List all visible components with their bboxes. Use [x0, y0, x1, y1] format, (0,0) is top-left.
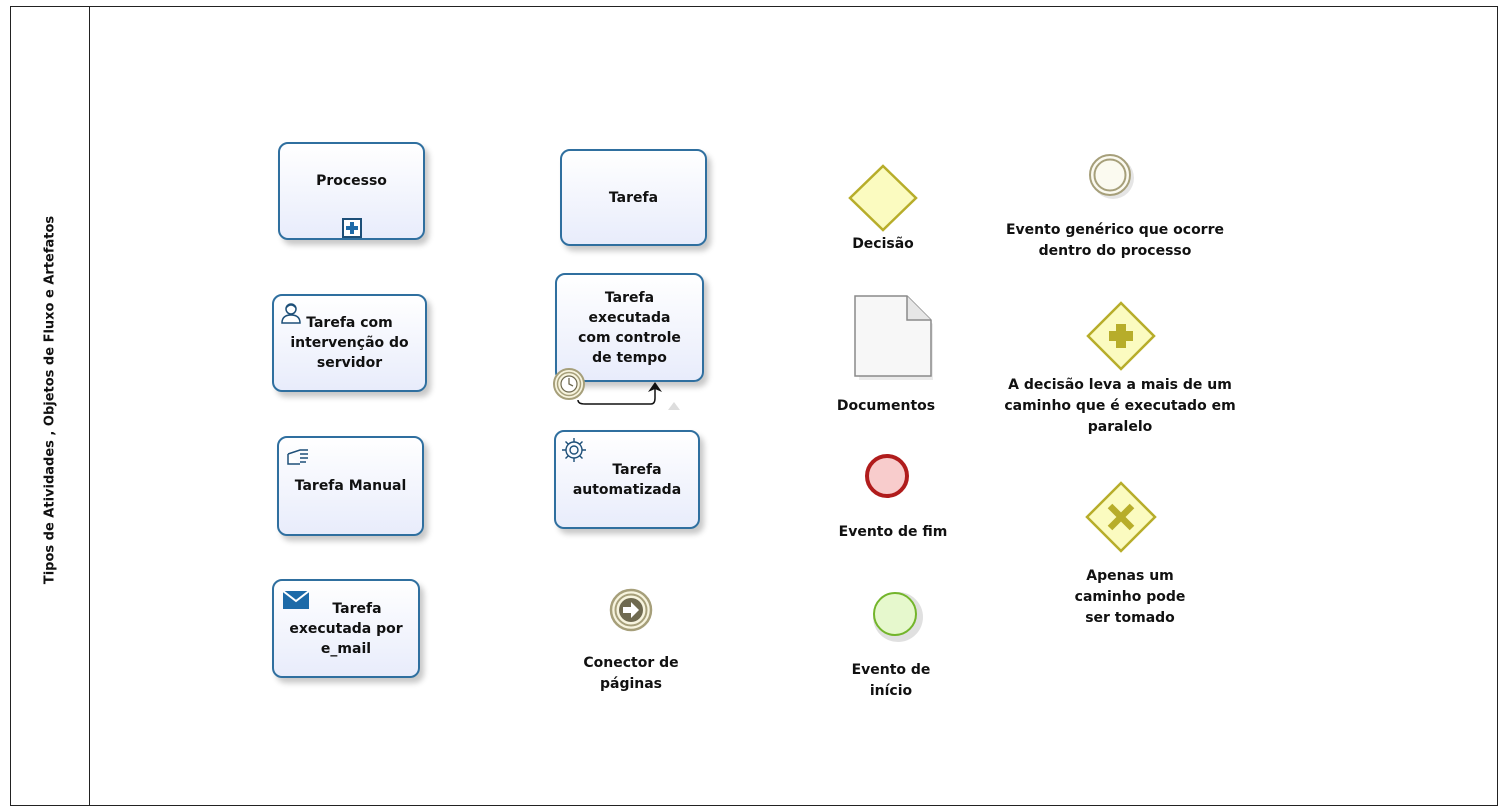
task-label-line: e_mail — [320, 640, 372, 657]
caption-line: A decisão leva a mais de um — [1008, 377, 1232, 393]
caption-evento-generico: Evento genérico que ocorre dentro do pro… — [985, 220, 1245, 262]
task-label-line: Tarefa — [332, 600, 382, 617]
task-label-line: Tarefa — [604, 289, 655, 306]
caption-line: dentro do processo — [1038, 243, 1192, 259]
gateway-decision[interactable] — [848, 163, 922, 235]
start-event[interactable] — [869, 590, 927, 642]
caption-evento-fim: Evento de fim — [838, 524, 948, 540]
lane-title: Tipos de Atividades , Objetos de Fluxo e… — [42, 215, 58, 585]
caption-line: caminho pode — [1074, 589, 1186, 605]
task-tempo[interactable]: Tarefa executada com controle de tempo — [555, 273, 704, 382]
timer-boundary-event[interactable] — [552, 367, 588, 403]
gear-icon — [562, 438, 586, 462]
task-servidor[interactable]: Tarefa com intervenção do servidor — [272, 294, 427, 392]
caption-line: início — [869, 683, 913, 699]
task-label-line: automatizada — [572, 481, 682, 498]
off-page-connector[interactable] — [606, 585, 660, 639]
task-label-line: de tempo — [592, 349, 667, 366]
task-label-line: executada por — [289, 620, 403, 637]
hand-icon — [287, 449, 308, 465]
task-tarefa[interactable]: Tarefa — [560, 149, 707, 246]
caption-line: paralelo — [1087, 419, 1153, 435]
subprocess-plus-icon — [342, 218, 362, 238]
end-event[interactable] — [863, 452, 915, 504]
caption-evento-inicio: Evento de início — [836, 660, 946, 702]
caption-line: ser tomado — [1085, 610, 1175, 626]
caption-line: Apenas um — [1086, 568, 1174, 584]
gateway-exclusive[interactable] — [1084, 480, 1160, 554]
caption-exclusivo: Apenas um caminho pode ser tomado — [1060, 566, 1200, 629]
caption-line: páginas — [599, 676, 663, 692]
task-label-line: com controle — [578, 329, 681, 346]
task-label-line: Tarefa — [612, 461, 662, 478]
link-arrow-icon — [619, 598, 643, 622]
plus-icon — [1109, 324, 1133, 348]
task-label-line: intervenção do — [290, 335, 409, 351]
intermediate-event[interactable] — [1088, 153, 1140, 205]
task-label: Tarefa Manual — [294, 478, 407, 494]
timer-icon — [560, 375, 578, 393]
task-label-line: servidor — [316, 355, 383, 371]
task-label: Tarefa — [608, 189, 659, 206]
x-icon — [1107, 503, 1135, 531]
timer-flow-arrow — [577, 382, 680, 410]
task-label-line: executada — [588, 309, 671, 326]
caption-line: Evento genérico que ocorre — [1005, 222, 1224, 238]
user-icon — [281, 303, 301, 324]
pool — [10, 6, 1498, 806]
task-processo[interactable]: Processo — [278, 142, 425, 240]
task-manual[interactable]: Tarefa Manual — [277, 436, 424, 536]
caption-line: caminho que é executado em — [1004, 398, 1236, 414]
envelope-icon — [283, 591, 309, 609]
caption-conector: Conector de páginas — [566, 653, 696, 695]
task-label-line: Tarefa com — [306, 315, 393, 331]
caption-line: Evento de — [851, 662, 931, 678]
caption-documentos: Documentos — [836, 398, 936, 414]
task-automatizada[interactable]: Tarefa automatizada — [554, 430, 700, 529]
gateway-parallel[interactable] — [1085, 300, 1159, 372]
caption-decisao: Decisão — [852, 236, 914, 252]
task-email[interactable]: Tarefa executada por e_mail — [272, 579, 420, 678]
task-label: Processo — [316, 173, 387, 189]
caption-paralelo: A decisão leva a mais de um caminho que … — [985, 375, 1255, 438]
document-artifact[interactable] — [853, 294, 939, 384]
caption-line: Conector de — [583, 655, 679, 671]
lane-header — [10, 6, 90, 806]
